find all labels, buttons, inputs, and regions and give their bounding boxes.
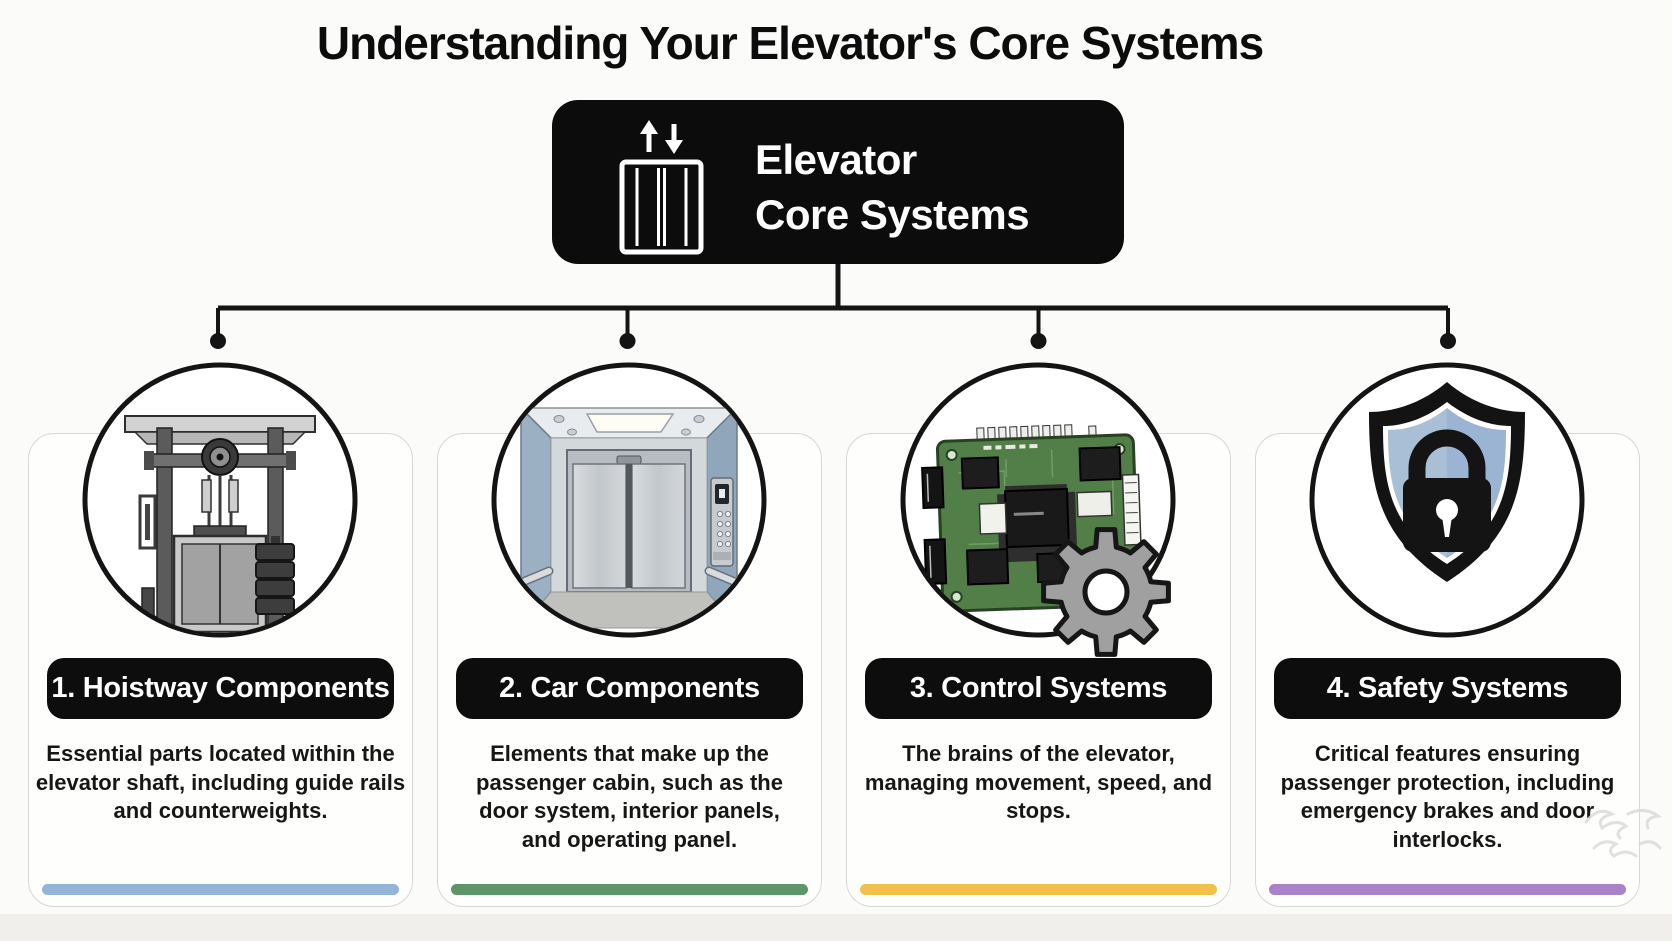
accent-strip	[860, 884, 1217, 895]
card-title: 3. Control Systems	[909, 672, 1168, 704]
hoistway-machinery-icon	[82, 362, 358, 638]
card-description: Critical features ensuring passenger pro…	[1280, 741, 1615, 852]
circuit-board-gear-icon	[900, 362, 1176, 657]
card-title: 1. Hoistway Components	[51, 672, 390, 704]
safety-illustration	[1277, 330, 1617, 670]
cabin-illustration	[459, 330, 799, 670]
elevator-doors-icon	[619, 120, 704, 255]
root-node-line2: Core Systems	[755, 191, 1030, 238]
bottom-band	[0, 914, 1672, 941]
elevator-cabin-icon	[491, 362, 767, 638]
card-title-pill: 1. Hoistway Components	[47, 658, 394, 719]
page-title: Understanding Your Elevator's Core Syste…	[316, 17, 1264, 69]
shield-lock-icon	[1309, 362, 1585, 638]
card-description: Elements that make up the passenger cabi…	[476, 741, 783, 852]
card-description: The brains of the elevator, managing mov…	[864, 741, 1213, 823]
root-node-label: Elevator Core Systems	[755, 132, 1030, 242]
card-title-pill: 2. Car Components	[456, 658, 803, 719]
gear-icon	[1041, 527, 1171, 657]
root-node: Elevator Core Systems	[552, 100, 1124, 264]
card-title-pill: 3. Control Systems	[865, 658, 1212, 719]
accent-strip	[451, 884, 808, 895]
card-title: 2. Car Components	[499, 672, 760, 704]
card-title-pill: 4. Safety Systems	[1274, 658, 1621, 719]
control-board-illustration	[868, 330, 1208, 670]
padlock-icon	[1403, 429, 1491, 552]
card-description: Essential parts located within the eleva…	[35, 741, 406, 823]
accent-strip	[42, 884, 399, 895]
watermark-icon	[1584, 809, 1662, 858]
card-title: 4. Safety Systems	[1326, 672, 1569, 704]
root-node-line1: Elevator	[755, 136, 917, 183]
hoistway-illustration	[50, 330, 390, 670]
accent-strip	[1269, 884, 1626, 895]
